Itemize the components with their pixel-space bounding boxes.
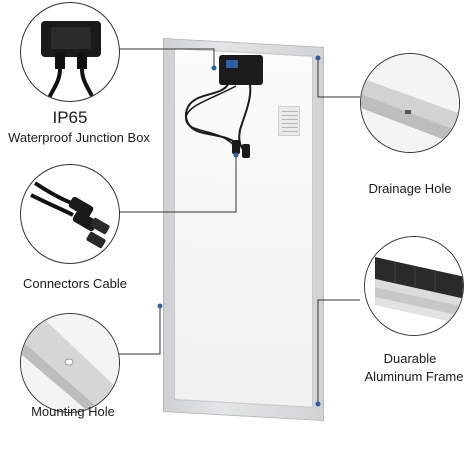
frame-circle: [364, 236, 464, 336]
connectors-title: Connectors Cable: [22, 276, 128, 291]
mounting-hole-circle: [20, 313, 120, 413]
junction-box-closeup-icon: [41, 21, 101, 101]
panel-cable-left: [184, 83, 239, 147]
drainage-hole-title: Drainage Hole: [368, 181, 452, 196]
drainage-hole-circle: [360, 53, 460, 153]
drainage-hole-closeup-icon: [361, 54, 459, 152]
panel-cable-right: [238, 83, 252, 153]
panel-cable-loop: [185, 85, 237, 149]
connector-cable-closeup-icon: [30, 181, 110, 249]
connectors-circle: [20, 164, 120, 264]
leader-dot-drainage-hole: [315, 55, 321, 61]
leader-dot-mounting-hole: [157, 303, 163, 309]
mounting-hole-closeup-icon: [21, 314, 119, 412]
frame-title-line2: Aluminum Frame: [364, 369, 464, 384]
aluminum-frame-closeup-icon: [365, 237, 463, 335]
leader-mounting-hole: [118, 306, 161, 355]
spec-sticker: [278, 106, 300, 136]
junction-box-subtitle: Waterproof Junction Box: [8, 130, 150, 145]
leader-dot-connectors: [233, 152, 239, 158]
leader-dot-junction-box: [211, 65, 217, 71]
frame-title-line1: Duarable: [383, 351, 437, 366]
leader-connectors: [118, 155, 237, 213]
panel-connector-2: [242, 144, 250, 158]
junction-box-label: [226, 60, 238, 68]
leader-dot-frame: [315, 401, 321, 407]
junction-box-title: IP65: [52, 108, 88, 127]
mounting-hole-title: Mounting Hole: [31, 404, 115, 419]
panel-connector-1: [232, 140, 240, 154]
leader-frame: [317, 299, 360, 404]
leader-junction-box: [118, 48, 215, 68]
leader-drainage-hole: [317, 58, 360, 98]
junction-box-circle: [20, 2, 120, 102]
